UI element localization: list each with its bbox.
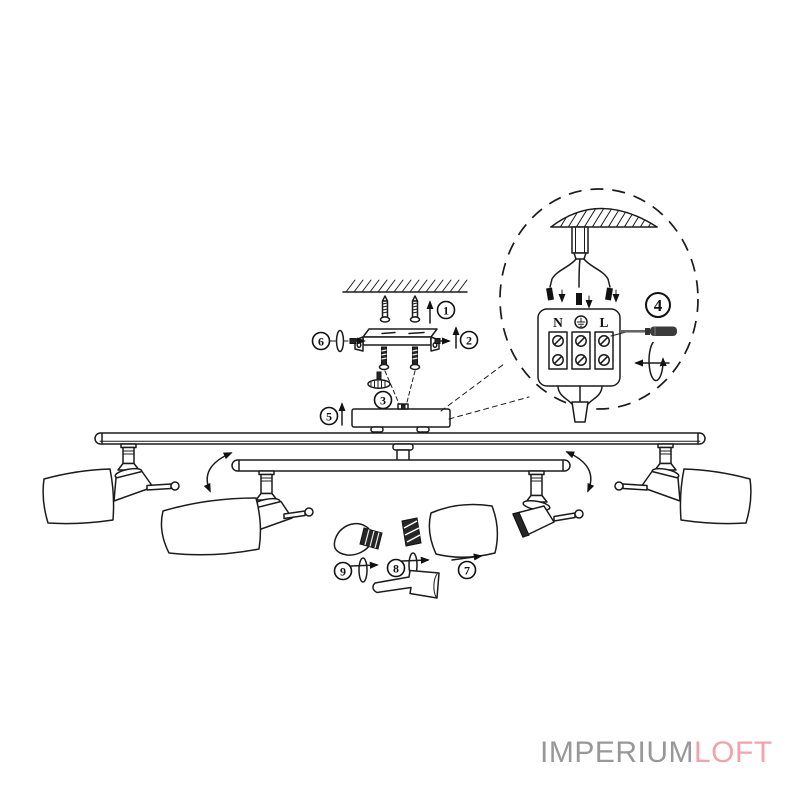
svg-text:4: 4 [654,296,663,315]
step-2-badge: 2 [459,330,479,350]
loose-lamp-shade [428,503,499,558]
spot-head-mid-left [160,470,314,556]
svg-text:9: 9 [340,564,346,578]
rotation-arrow-icon [634,341,670,382]
screwdriver-leader [610,331,627,337]
step-6-badge: 6 [311,331,331,351]
step-5-badge: 5 [319,406,339,426]
holder-arm-icon [372,569,440,599]
step-7-badge: 7 [457,560,477,580]
magnifier-leader-dash [448,396,530,420]
mounting-bracket [354,328,440,352]
spot-head-mid-right-bare [512,470,584,538]
earth-ground-icon [574,315,588,329]
spot-head-right [614,443,752,525]
wire-tip [546,287,554,301]
washer-icon [335,329,345,353]
ceiling-hatch-icon [342,279,468,293]
toggle-stick [146,483,172,491]
svg-text:8: 8 [393,561,399,575]
fixture-wire [587,385,603,405]
exploded-parts: 9 8 7 [333,503,499,599]
terminal-block: N L [537,308,621,423]
step-9-badge: 9 [333,561,353,581]
rotation-arrow-icon [358,557,368,583]
fixture-wire [557,385,573,405]
detail-circle-outline [499,188,699,410]
lamp-shade [160,497,262,556]
fixture-cable [571,401,589,423]
svg-text:1: 1 [443,303,449,317]
brand-logo-imperium: IMPERIUM [540,736,694,769]
terminal-screws [552,335,610,366]
step-3-badge: 3 [373,390,393,410]
svg-text:7: 7 [464,563,470,577]
canopy-screw-icon [409,346,421,371]
wiring-detail-circle: N L [499,188,699,423]
knurled-nut-icon [367,371,391,389]
lamp-shade [42,468,115,525]
threaded-sleeve-icon [401,517,422,547]
ceiling-screw-icon [409,295,421,323]
main-rail [94,432,706,445]
wire-tip [605,287,613,301]
step-8-badge: 8 [386,558,406,578]
mounting-assembly: 1 6 [311,279,479,433]
step-1-badge: 1 [436,300,456,320]
magnifier-leader-dash [440,363,505,412]
neutral-label: N [553,315,563,330]
canopy [351,403,451,433]
socket-opening [512,511,530,538]
live-label: L [599,315,608,330]
rotate-rail-arrow-icon [203,452,233,493]
toggle-stick [283,510,306,520]
side-screw-icon [349,338,357,344]
screw-in-arrow-icon [350,561,379,569]
screwdriver-icon [620,326,677,336]
alignment-dash [384,370,401,407]
supply-cable [546,226,620,309]
screw-in-arrow-icon [401,556,430,564]
side-screw-icon [434,338,441,344]
slide-on-arrow-icon [451,553,483,561]
ceiling-screw-icon [379,295,391,323]
svg-text:5: 5 [326,409,332,423]
svg-text:3: 3 [380,393,386,407]
second-rail [231,459,571,472]
spot-head-left [42,443,180,525]
svg-text:2: 2 [466,333,472,347]
svg-text:6: 6 [318,334,324,348]
alignment-dash [405,370,416,407]
candle-bulb-icon [333,522,383,556]
brand-logo-loft: LOFT [694,736,773,769]
brand-logo: IMPERIUMLOFT [540,736,773,769]
canopy-screw-icon [378,346,390,371]
toggle-stick [553,512,576,522]
step-4-badge: 4 [645,292,671,318]
rotate-rail-arrow-icon [565,451,595,493]
